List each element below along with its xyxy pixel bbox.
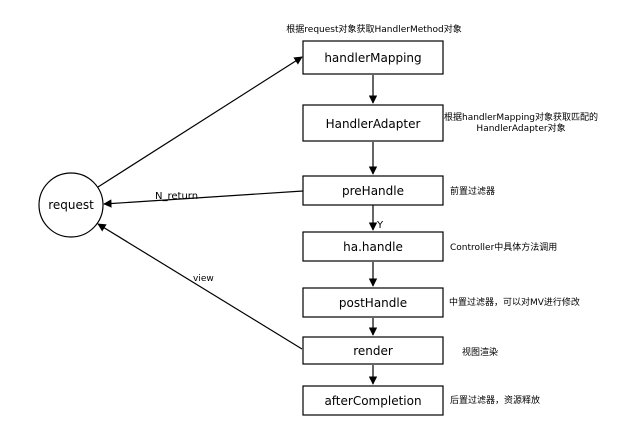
note-after: 后置过滤器，资源释放: [450, 394, 540, 406]
node-render: render: [302, 336, 444, 365]
node-aftercompletion-label: afterCompletion: [324, 394, 421, 408]
note-adapter-line2: HandlerAdapter对象: [476, 122, 565, 134]
note-ha: Controller中具体方法调用: [450, 241, 557, 253]
note-top: 根据request对象获取HandlerMethod对象: [286, 23, 461, 35]
node-prehandle: preHandle: [302, 175, 444, 206]
node-handlermapping-label: handlerMapping: [324, 51, 421, 65]
node-handleradapter-label: HandlerAdapter: [326, 117, 421, 131]
node-posthandle-label: postHandle: [339, 296, 407, 310]
node-aftercompletion: afterCompletion: [302, 385, 444, 416]
node-posthandle: postHandle: [302, 287, 444, 318]
edge-label-n-return: N_return: [155, 191, 198, 202]
node-ha-handle-label: ha.handle: [343, 240, 403, 254]
note-render: 视图渲染: [462, 346, 498, 358]
node-handleradapter: HandlerAdapter: [302, 104, 444, 142]
edge-render-to-request: [97, 223, 303, 350]
request-label: request: [48, 198, 94, 212]
edge-label-yes: Y: [376, 220, 384, 231]
note-pre: 前置过滤器: [450, 185, 495, 197]
note-post: 中置过滤器，可以对MV进行修改: [449, 296, 580, 308]
note-adapter-line1: 根据handlerMapping对象获取匹配的: [444, 111, 598, 123]
node-render-label: render: [353, 344, 393, 358]
edge-request-to-mapping: [97, 56, 303, 188]
edge-prehandle-to-request: [103, 190, 304, 208]
request-node: request: [38, 172, 104, 238]
edge-label-view: view: [193, 274, 214, 284]
node-handlermapping: handlerMapping: [302, 40, 444, 75]
node-prehandle-label: preHandle: [342, 184, 404, 198]
node-ha-handle: ha.handle: [302, 231, 444, 262]
